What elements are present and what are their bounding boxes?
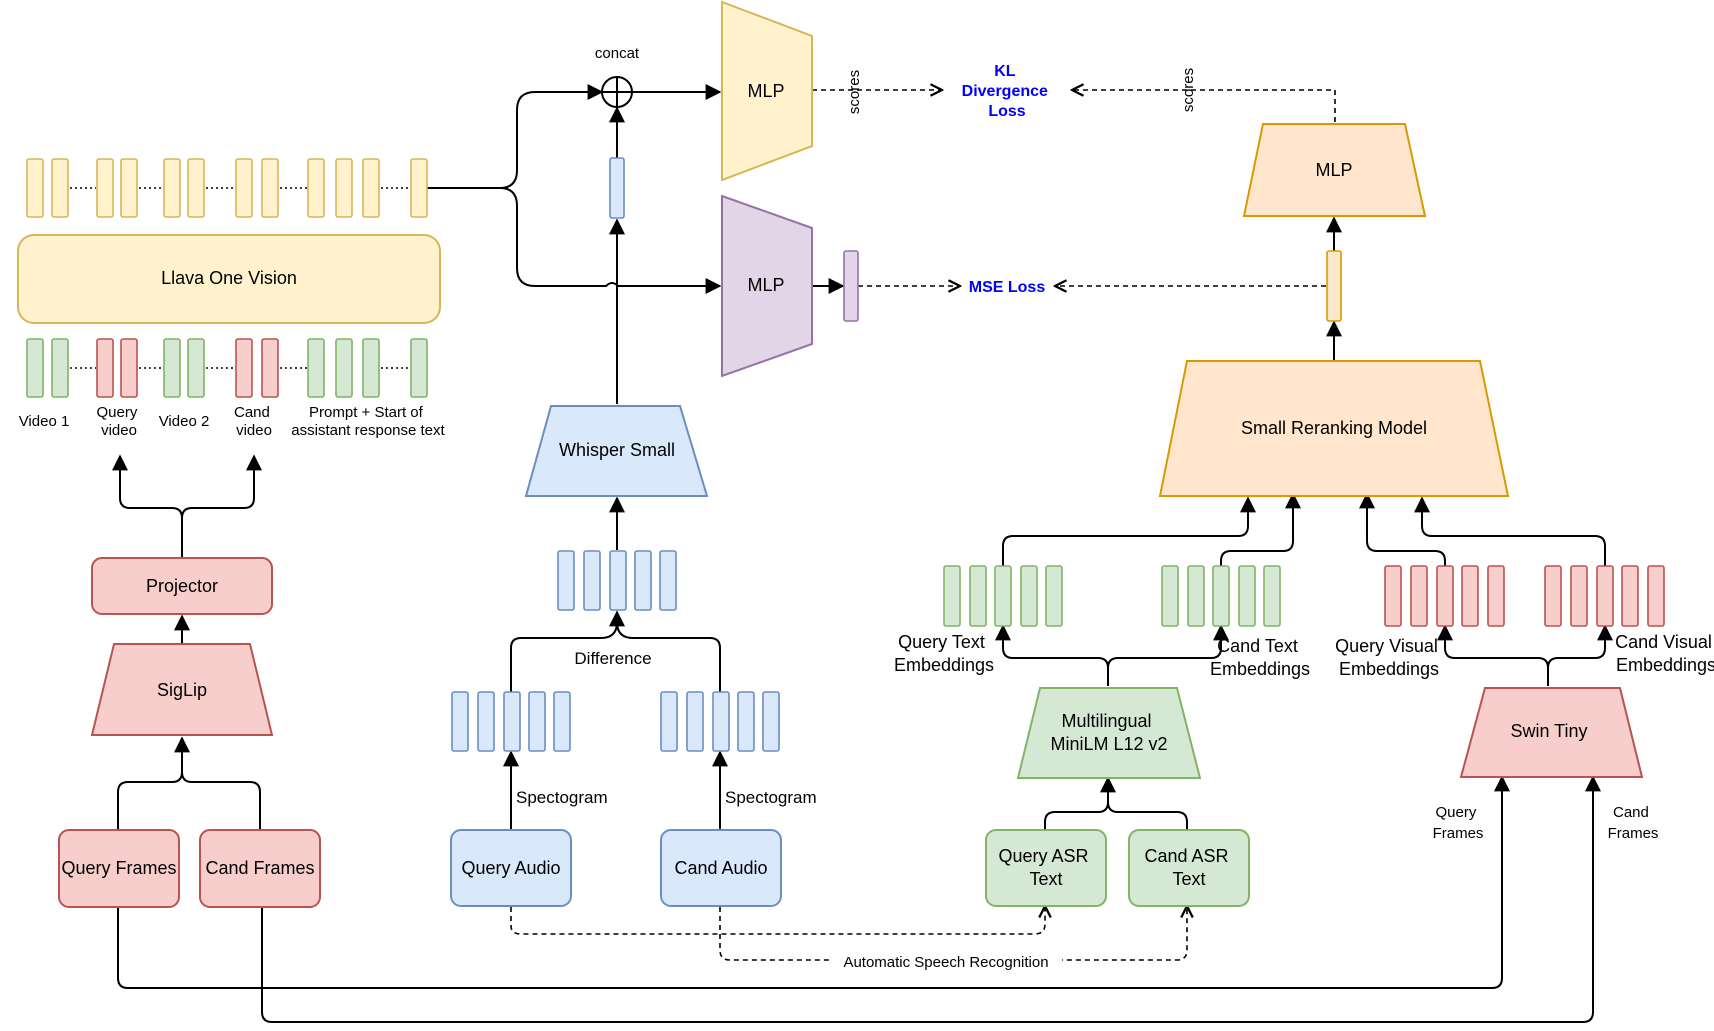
cand-asr-text-label: Cand ASR Text [1144, 846, 1233, 889]
llava-one-vision [17, 234, 441, 324]
edge-frames-to-siglip [117, 736, 190, 830]
edge-cand-frames-to-swin [261, 775, 1601, 1023]
edge-projector-to-tokens [112, 454, 183, 558]
cand-text-embeddings [1161, 565, 1281, 627]
edge-query-frames-to-swin [117, 775, 1510, 989]
query-frames-label: Query Frames [61, 858, 176, 878]
edge-llava-to-mid-mlp [499, 187, 722, 294]
scores-label-left: scores [846, 70, 863, 114]
asr-label: Automatic Speech Recognition [843, 954, 1048, 971]
query-visual-embeddings [1384, 565, 1505, 627]
mlp-top [721, 0, 813, 182]
edge-query-text-to-reranker [1002, 496, 1256, 566]
cand-frames-input [199, 829, 321, 908]
mlp-right-label: MLP [1315, 160, 1352, 180]
mlp-mid-output-vector [843, 250, 859, 322]
edge-cand-asr-to-minilm [1107, 801, 1188, 830]
edge-swin-to-query-visual [1437, 624, 1549, 686]
query-spectogram-vectors [451, 691, 571, 752]
query-asr-text-input [985, 829, 1107, 907]
cand-visual-embeddings-label: Cand Visual Embeddings [1615, 632, 1714, 675]
mlp-mid [721, 194, 813, 378]
token-label-cand-video: Cand video [234, 404, 274, 439]
cand-frames-label: Cand Frames [205, 858, 314, 878]
cand-asr-text-input [1128, 829, 1250, 907]
cand-frames-side-label: Cand Frames [1608, 804, 1659, 842]
swin-tiny [1459, 687, 1644, 778]
mse-loss: MSE Loss [969, 279, 1046, 296]
llava-input-tokens [26, 338, 428, 398]
mlp-top-label: MLP [747, 81, 784, 101]
swin-label: Swin Tiny [1510, 721, 1587, 741]
edge-cand-visual-to-reranker [1414, 496, 1606, 566]
edge-audio-merge-right [616, 621, 721, 692]
small-reranking-model-label: Small Reranking Model [1241, 418, 1427, 438]
query-visual-embeddings-label: Query Visual Embeddings [1335, 636, 1443, 679]
reranker-output-vector [1326, 250, 1342, 322]
edge-swin-to-cand-visual [1547, 624, 1613, 669]
edge-query-visual-to-reranker [1359, 492, 1446, 566]
query-frames-side-label: Query Frames [1433, 804, 1484, 842]
minilm-label: Multilingual MiniLM L12 v2 [1050, 711, 1167, 754]
edge-cand-frames-to-siglip [181, 771, 261, 830]
token-label-video1: Video 1 [19, 413, 70, 430]
difference-label: Difference [574, 649, 651, 668]
spectogram-label-query: Spectogram [516, 788, 608, 807]
query-audio-label: Query Audio [461, 858, 560, 878]
difference-vectors [557, 550, 677, 611]
edge-minilm-to-cand-text [1107, 624, 1229, 669]
llava-label: Llava One Vision [161, 268, 297, 288]
small-reranking-model [1158, 360, 1510, 497]
edge-asr-to-minilm [1044, 776, 1116, 830]
cand-audio-input [660, 829, 782, 907]
mlp-right [1242, 123, 1427, 217]
cand-spectogram-vectors [660, 691, 780, 752]
cand-visual-embeddings [1544, 565, 1665, 627]
token-label-video2: Video 2 [159, 413, 210, 430]
query-frames-input [58, 829, 180, 908]
siglip-label: SigLip [157, 680, 207, 700]
query-asr-text-label: Query ASR Text [998, 846, 1093, 889]
edge-cand-text-to-reranker [1220, 492, 1301, 566]
edge-llava-to-concat [427, 84, 604, 189]
whisper-output-vector [609, 157, 625, 219]
whisper-small [524, 405, 709, 497]
multilingual-minilm [1016, 687, 1202, 779]
edge-minilm-to-query-text [995, 624, 1109, 686]
siglip [90, 643, 274, 736]
token-label-query-video: Query video [96, 404, 141, 439]
query-audio-input [450, 829, 572, 907]
query-text-embeddings [943, 565, 1063, 627]
query-text-embeddings-label: Query Text Embeddings [894, 632, 994, 675]
edges [112, 84, 1613, 1023]
cand-audio-label: Cand Audio [674, 858, 767, 878]
edge-scores-to-kl-right [1072, 90, 1336, 122]
concat-label: concat [595, 45, 640, 62]
edge-projector-to-cand-tokens [181, 454, 262, 519]
whisper-label: Whisper Small [559, 440, 675, 460]
scores-label-right: scores [1180, 68, 1197, 112]
projector-label: Projector [146, 576, 218, 596]
edge-query-audio-asr [510, 906, 1045, 935]
token-label-prompt: Prompt + Start of assistant response tex… [291, 404, 445, 439]
edge-audio-merge [510, 610, 625, 692]
spectogram-label-cand: Spectogram [725, 788, 817, 807]
mlp-mid-label: MLP [747, 275, 784, 295]
llava-output-tokens [26, 158, 428, 218]
kl-divergence-loss: KL Divergence Loss [962, 63, 1053, 120]
cand-text-embeddings-label: Cand Text Embeddings [1210, 636, 1310, 679]
projector [91, 557, 273, 615]
